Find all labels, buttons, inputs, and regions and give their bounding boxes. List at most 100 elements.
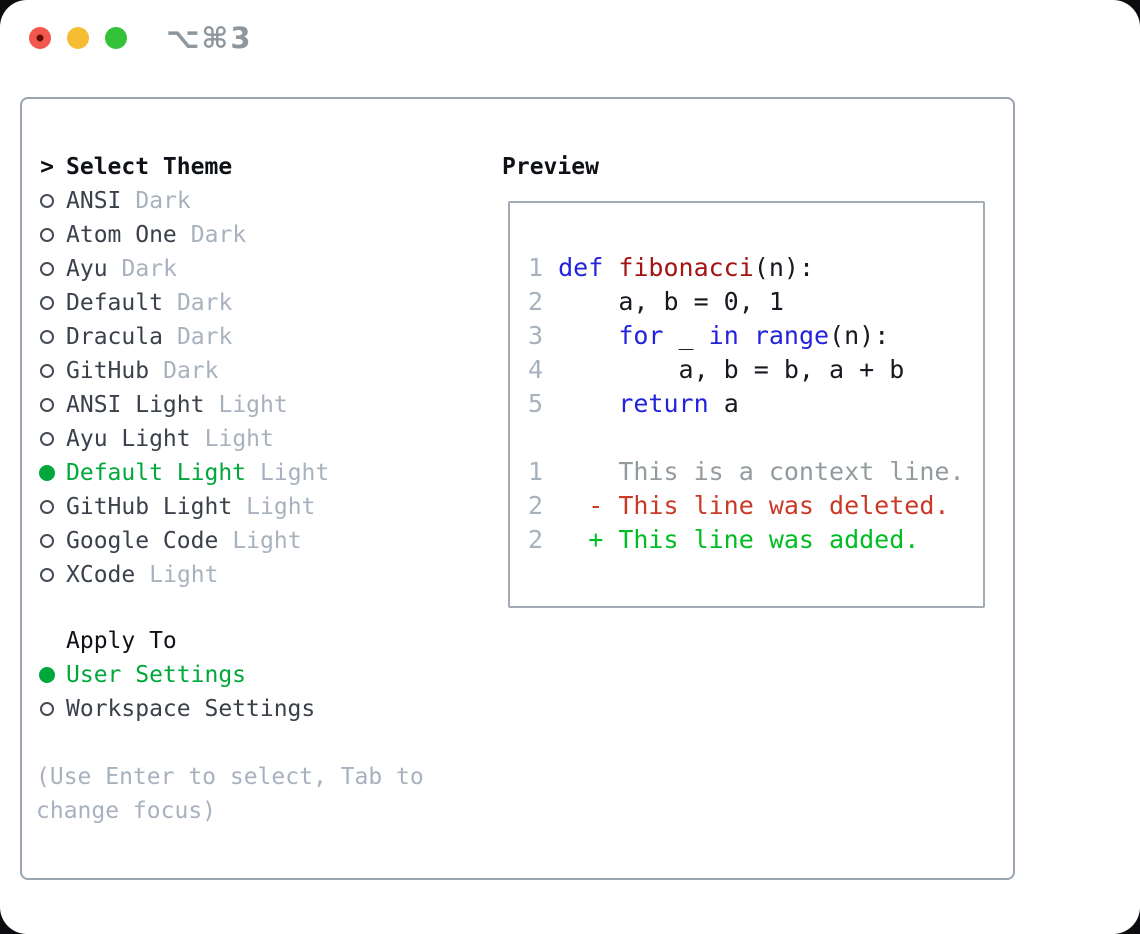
theme-option-ansi[interactable]: ANSI Dark bbox=[36, 184, 329, 218]
theme-option-ansi-light[interactable]: ANSI Light Light bbox=[36, 388, 329, 422]
apply-to-header-row: Apply To bbox=[36, 624, 315, 658]
theme-option-default[interactable]: Default Dark bbox=[36, 286, 329, 320]
radio-selected-icon bbox=[39, 465, 55, 481]
theme-variant-tag: Light bbox=[149, 562, 219, 588]
code-line: 5 return a bbox=[528, 387, 977, 421]
apply-option-user-settings[interactable]: User Settings bbox=[36, 658, 315, 692]
hint-text: (Use Enter to select, Tab to change focu… bbox=[36, 760, 424, 828]
theme-option-dracula[interactable]: Dracula Dark bbox=[36, 320, 329, 354]
theme-variant-tag: Dark bbox=[176, 290, 233, 316]
radio-prefix bbox=[36, 465, 58, 481]
code-segment bbox=[558, 389, 618, 418]
theme-option-github-light[interactable]: GitHub Light Light bbox=[36, 490, 329, 524]
theme-variant-tag: Light bbox=[246, 494, 316, 520]
minimize-button[interactable] bbox=[67, 27, 89, 49]
theme-variant-tag: Light bbox=[218, 392, 288, 418]
radio-prefix bbox=[36, 262, 58, 276]
radio-prefix bbox=[36, 432, 58, 446]
code-segment: a, b = b, a + b bbox=[558, 355, 905, 384]
radio-prefix bbox=[36, 296, 58, 310]
radio-icon bbox=[40, 364, 54, 378]
code-segment: - This line was deleted. bbox=[558, 491, 950, 520]
line-number: 5 bbox=[528, 389, 559, 418]
radio-icon bbox=[40, 296, 54, 310]
theme-variant-tag: Dark bbox=[121, 256, 177, 282]
code-segment bbox=[739, 321, 754, 350]
window-title: ⌥⌘3 bbox=[166, 21, 253, 55]
radio-icon bbox=[40, 194, 54, 208]
theme-name: ANSI Light bbox=[66, 392, 205, 418]
line-number: 2 bbox=[528, 287, 559, 316]
code-segment: a, b = 0, 1 bbox=[558, 287, 784, 316]
radio-icon bbox=[40, 702, 54, 716]
code-segment: (n): bbox=[753, 253, 815, 282]
theme-name: GitHub bbox=[66, 358, 150, 384]
code-segment: _ bbox=[663, 321, 709, 350]
code-segment bbox=[603, 253, 618, 282]
theme-name: Dracula bbox=[66, 324, 163, 350]
select-theme-prompt: > Select Theme bbox=[36, 150, 329, 184]
radio-prefix bbox=[36, 500, 58, 514]
code-line: 1 def fibonacci(n): bbox=[528, 251, 977, 285]
code-segment: range bbox=[753, 321, 830, 350]
theme-name: ANSI bbox=[66, 188, 122, 214]
radio-prefix bbox=[36, 534, 58, 548]
hint-line-1: (Use Enter to select, Tab to bbox=[36, 764, 424, 790]
apply-option-label: User Settings bbox=[66, 662, 247, 688]
radio-prefix bbox=[36, 702, 58, 716]
line-number: 3 bbox=[528, 321, 559, 350]
code-line: 1 This is a context line. bbox=[528, 455, 977, 489]
code-segment: for bbox=[618, 321, 664, 350]
radio-prefix bbox=[36, 667, 58, 683]
apply-option-workspace-settings[interactable]: Workspace Settings bbox=[36, 692, 315, 726]
theme-name: Default bbox=[66, 290, 163, 316]
code-line: 2 + This line was added. bbox=[528, 523, 977, 557]
theme-variant-tag: Dark bbox=[176, 324, 233, 350]
prompt-prefix: > bbox=[36, 154, 58, 180]
theme-name: Ayu Light bbox=[66, 426, 191, 452]
zoom-button[interactable] bbox=[105, 27, 127, 49]
code-line bbox=[528, 421, 977, 455]
prompt-marker-icon: > bbox=[40, 154, 54, 180]
theme-variant-tag: Dark bbox=[163, 358, 219, 384]
close-button[interactable] bbox=[29, 27, 51, 49]
radio-prefix bbox=[36, 364, 58, 378]
code-segment: def bbox=[558, 253, 604, 282]
line-number: 4 bbox=[528, 355, 559, 384]
radio-icon bbox=[40, 330, 54, 344]
radio-prefix bbox=[36, 330, 58, 344]
theme-variant-tag: Light bbox=[232, 528, 302, 554]
code-segment: + This line was added. bbox=[558, 525, 920, 554]
code-segment: fibonacci bbox=[618, 253, 754, 282]
code-segment: This is a context line. bbox=[558, 457, 965, 486]
radio-icon bbox=[40, 534, 54, 548]
radio-prefix bbox=[36, 194, 58, 208]
theme-name: Atom One bbox=[66, 222, 177, 248]
theme-variant-tag: Dark bbox=[135, 188, 191, 214]
code-segment: in bbox=[708, 321, 739, 350]
code-line: 2 - This line was deleted. bbox=[528, 489, 977, 523]
theme-variant-tag: Light bbox=[260, 460, 330, 486]
select-theme-heading: Select Theme bbox=[66, 154, 233, 180]
radio-icon bbox=[40, 432, 54, 446]
code-line: 3 for _ in range(n): bbox=[528, 319, 977, 353]
radio-selected-icon bbox=[39, 667, 55, 683]
preview-heading: Preview bbox=[502, 154, 599, 180]
apply-option-label: Workspace Settings bbox=[66, 696, 316, 722]
radio-icon bbox=[40, 228, 54, 242]
theme-option-github[interactable]: GitHub Dark bbox=[36, 354, 329, 388]
theme-name: GitHub Light bbox=[66, 494, 233, 520]
line-number: 1 bbox=[528, 457, 559, 486]
radio-icon bbox=[40, 398, 54, 412]
